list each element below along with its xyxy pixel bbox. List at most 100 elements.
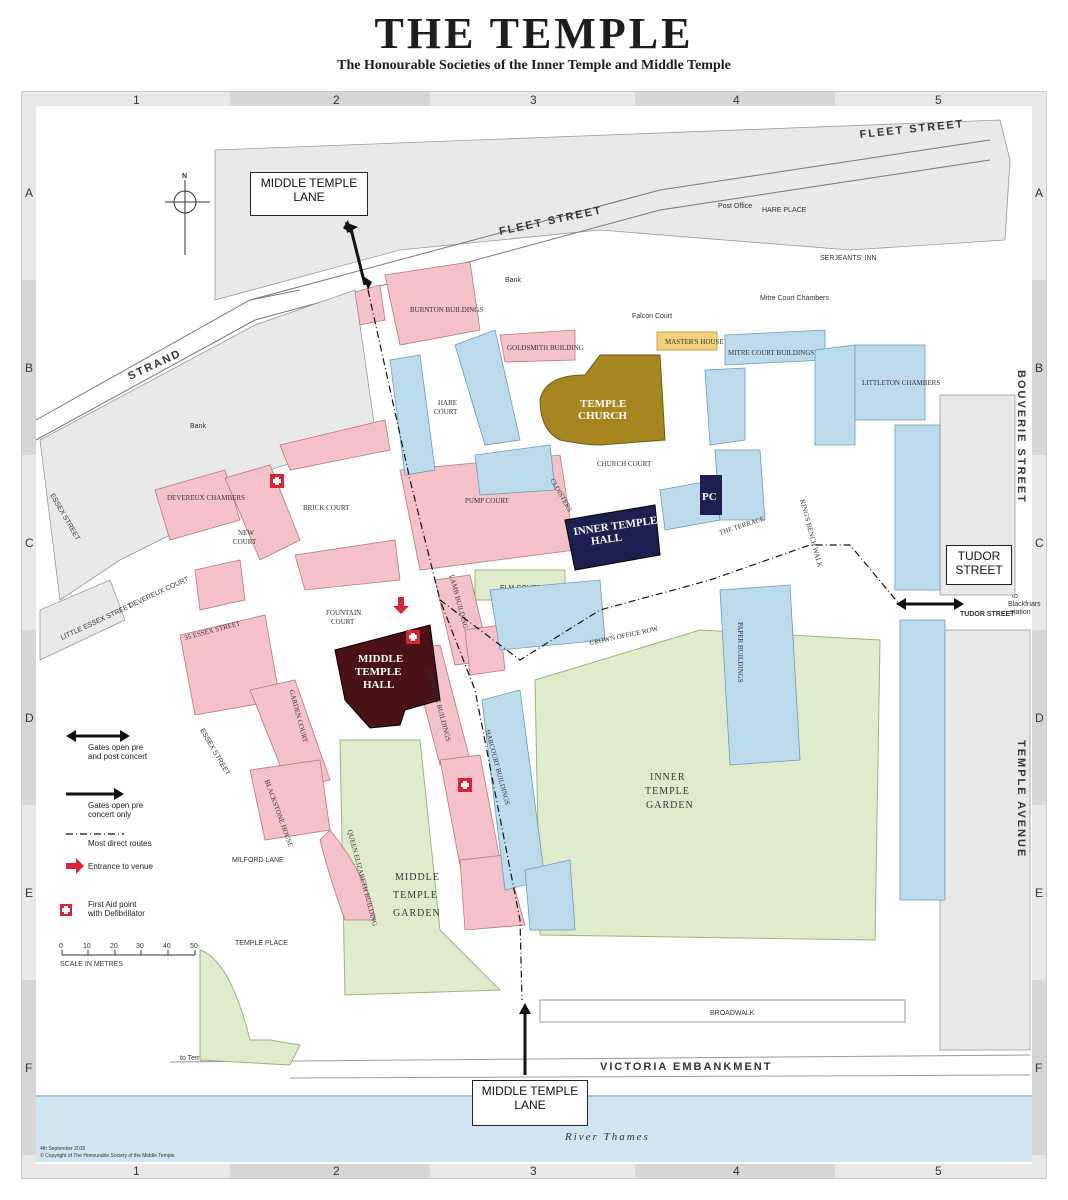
legend-entrance-icon xyxy=(66,858,84,874)
svg-text:N: N xyxy=(182,173,187,180)
brick-court-label: BRICK COURT xyxy=(303,504,350,512)
grid-col-5-bottom: 5 xyxy=(935,1164,942,1178)
gate-arrow-top xyxy=(343,220,372,290)
inner-temple-buildings xyxy=(389,329,946,931)
grid-row-c-left: C xyxy=(25,536,34,550)
scale-title: SCALE IN METRES xyxy=(60,961,123,968)
grid-row-e-left: E xyxy=(25,886,33,900)
goldsmith-label: GOLDSMITH BUILDING xyxy=(507,344,584,352)
hare-place: HARE PLACE xyxy=(762,207,807,214)
entrance-arrow-icon xyxy=(393,597,409,614)
temple-church-shape xyxy=(539,354,666,446)
goldsmith-building xyxy=(499,329,576,363)
legend: Gates open pre and post concert Gates op… xyxy=(59,730,198,968)
bank-north: Bank xyxy=(505,277,521,284)
serjeants-inn: SERJEANTS' INN xyxy=(820,255,877,262)
svg-text:50: 50 xyxy=(190,943,198,950)
bank-west: Bank xyxy=(190,423,206,430)
milford-lane-label: MILFORD LANE xyxy=(232,857,284,864)
essex-court-west xyxy=(224,464,301,561)
callout-middle-temple-lane-bottom: MIDDLE TEMPLE LANE xyxy=(472,1080,588,1126)
inner-temple-garden-area xyxy=(534,629,881,941)
burnton-buildings xyxy=(384,261,481,346)
devereux-chambers-label: DEVEREUX CHAMBERS xyxy=(167,494,245,502)
legend-gates-pre-post: Gates open pre and post concert xyxy=(88,743,148,761)
paper-buildings-label: PAPER BUILDINGS xyxy=(736,622,744,683)
falcon-court: Falcon Court xyxy=(632,313,672,320)
north-compass-icon: N xyxy=(165,173,210,255)
gate-arrow-tudor xyxy=(896,598,964,610)
footer-date: 4th September 2015 xyxy=(40,1146,86,1152)
kings-bench-walk-east xyxy=(894,424,941,591)
mitre-court-label: MITRE COURT BUILDINGS xyxy=(728,349,814,357)
first-aid-icon xyxy=(270,474,284,488)
legend-gates-pre: Gates open pre concert only xyxy=(88,801,145,819)
broadwalk-label: BROADWALK xyxy=(710,1010,755,1017)
grid-row-a-right: A xyxy=(1035,186,1043,200)
callout-middle-temple-lane-top: MIDDLE TEMPLE LANE xyxy=(250,172,368,216)
middle-temple-hall-shape xyxy=(334,624,441,729)
north-blocks xyxy=(214,119,1011,301)
map-subtitle: The Honourable Societies of the Inner Te… xyxy=(337,58,731,73)
pc-shape xyxy=(700,475,722,515)
mitre-court-buildings xyxy=(724,329,826,366)
dr-johnsons-buildings xyxy=(454,329,521,446)
svg-text:station: station xyxy=(1010,609,1031,616)
grid-col-5-top: 5 xyxy=(935,93,942,107)
river-label: River Thames xyxy=(564,1131,650,1143)
grid-row-b-right: B xyxy=(1035,361,1043,375)
kings-bench-walk-south xyxy=(899,619,946,901)
gate-arrow-bottom xyxy=(519,1003,531,1075)
first-aid-icon xyxy=(406,630,420,644)
grid-row-f-right: F xyxy=(1035,1061,1042,1075)
masters-house-shape xyxy=(656,331,718,351)
bouverie-street-label: BOUVERIE STREET xyxy=(1015,370,1027,504)
legend-routes: Most direct routes xyxy=(88,839,152,848)
temple-avenue-label: TEMPLE AVENUE xyxy=(1015,740,1027,858)
tudor-street-small: TUDOR STREET xyxy=(960,611,1015,618)
paper-buildings xyxy=(719,584,801,766)
svg-text:20: 20 xyxy=(110,943,118,950)
littleton-label: LITTLETON CHAMBERS xyxy=(862,379,940,387)
farrars-building xyxy=(474,444,556,496)
temple-place-label: TEMPLE PLACE xyxy=(235,940,288,947)
svg-text:10: 10 xyxy=(83,943,91,950)
brick-court-bld xyxy=(294,539,401,591)
new-court-bld xyxy=(194,559,246,611)
queen-elizabeth xyxy=(319,829,376,921)
victoria-embankment-label: VICTORIA EMBANKMENT xyxy=(600,1061,772,1073)
grid-row-b-left: B xyxy=(25,361,33,375)
footer-copyright: © Copyright of The Honourable Society of… xyxy=(40,1152,175,1159)
grid-col-4-bottom: 4 xyxy=(733,1164,740,1178)
essex-court-bld xyxy=(279,419,391,471)
first-aid-icon xyxy=(458,778,472,792)
inner-temple-hall-shape xyxy=(564,504,661,571)
grid-col-2-bottom: 2 xyxy=(333,1164,340,1178)
burnton-label: BURNTON BUILDINGS xyxy=(410,306,483,314)
legend-first-aid: First Aid point with Defibrillator xyxy=(87,900,145,918)
littleton-chambers xyxy=(854,344,926,421)
temple-gardens-east xyxy=(524,859,576,931)
svg-text:30: 30 xyxy=(136,943,144,950)
mitre-court-chambers: Mitre Court Chambers xyxy=(760,295,829,302)
middle-temple-garden-area xyxy=(339,739,502,996)
svg-text:0: 0 xyxy=(59,943,63,950)
grid-col-2-top: 2 xyxy=(333,93,340,107)
legend-entrance: Entrance to venue xyxy=(88,862,153,871)
pump-court-label: PUMP COURT xyxy=(465,497,510,505)
grid-row-d-right: D xyxy=(1035,711,1044,725)
map-title: THE TEMPLE xyxy=(374,9,694,58)
masters-house-label: MASTER'S HOUSE xyxy=(665,338,724,346)
inner-temple-library xyxy=(714,449,766,521)
grid-row-d-left: D xyxy=(25,711,34,725)
grid-col-3-top: 3 xyxy=(530,93,537,107)
route-middle-temple-lane xyxy=(367,289,523,1001)
